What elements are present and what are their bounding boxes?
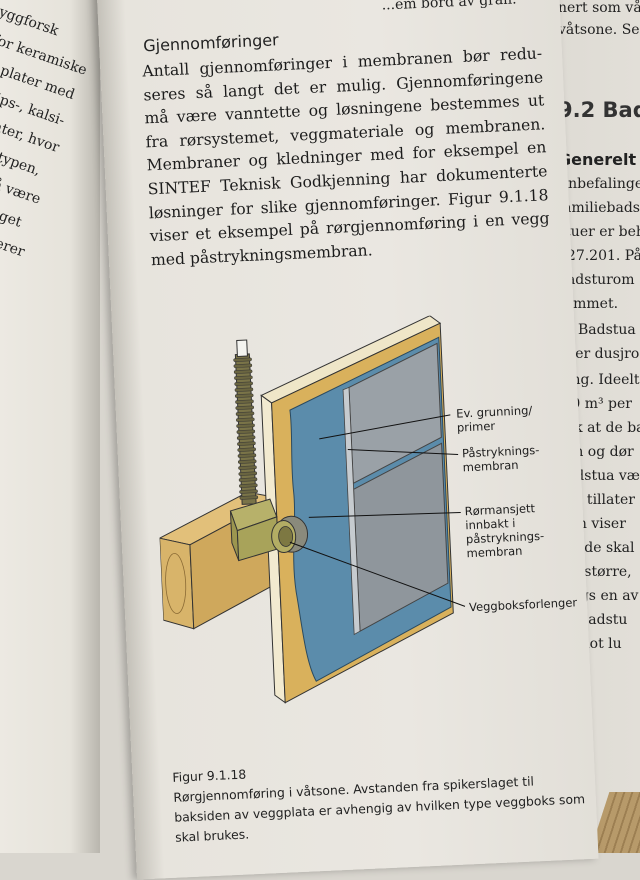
right-page-line: 527.201. På: [558, 248, 640, 264]
callout-primer-text: Ev. grunning/ primer: [455, 403, 533, 435]
right-page-line: ning. Ideelt: [558, 372, 640, 388]
timber-beam-end: [159, 537, 195, 630]
callout-pipe-cuff-text: Rørmansjett innbakt i påstryknings- memb…: [464, 501, 545, 561]
leader-line: [347, 449, 459, 456]
right-page-line: badsturom: [558, 272, 635, 288]
pipe-rib: [234, 387, 254, 392]
leader-line: [319, 414, 451, 440]
right-page-line: familiebadst: [558, 200, 640, 216]
pipe-rib: [233, 363, 253, 368]
pipe-ribs: [233, 357, 259, 500]
right-heading: 9.2 Bads: [558, 98, 640, 122]
leader-line: [308, 511, 461, 518]
pipe-rib: [234, 375, 253, 380]
tile-edge: [342, 386, 361, 636]
pipe-rib: [234, 393, 254, 398]
pipe-rib: [239, 483, 258, 488]
right-page-line: Badstua: [578, 322, 636, 338]
pipe-rib: [238, 477, 258, 482]
callout-primer: Ev. grunning/ primer: [456, 403, 533, 434]
right-page-line: Anbefalinger: [558, 176, 640, 192]
right-page-line: Badstu: [578, 612, 628, 628]
body-paragraph: Antall gjennomføringer i membranen bør r…: [142, 42, 551, 272]
callout-pipe-cuff: Rørmansjett innbakt i påstryknings- memb…: [464, 501, 545, 560]
pipe-rib: [234, 381, 253, 386]
pipe-rib: [235, 399, 254, 404]
top-fragment: ...em bord av gran.: [381, 0, 517, 14]
right-top-line: våtsone. Se fi: [558, 22, 640, 38]
pipe-rib: [237, 441, 256, 446]
pipe-rib: [236, 435, 256, 440]
main-page: ...em bord av gran. Gjennomføringer Anta…: [96, 0, 599, 880]
pipe-rib: [239, 489, 258, 494]
pipe-rib: [238, 465, 257, 470]
pipe-rib: [237, 447, 256, 452]
wood-grain: [165, 553, 187, 614]
extender-opening: [278, 526, 294, 547]
right-page-line: eller dusjro: [558, 346, 640, 362]
callout-membrane: Påstryknings- membran: [462, 443, 541, 474]
right-top-line: nert som våtsone: [558, 0, 640, 16]
right-page-line: stuer er beh: [558, 224, 640, 240]
right-subheading: Generelt: [558, 150, 637, 169]
pipe-rib: [236, 417, 255, 422]
pipe-end: [236, 339, 248, 357]
section-title: Gjennomføringer: [142, 30, 280, 56]
figure-pipe-penetration: Ev. grunning/ primer Påstryknings- membr…: [150, 309, 588, 738]
pipe-rib: [237, 453, 257, 458]
pipe-rib: [233, 357, 252, 362]
caption-text: Rørgjennomføring i våtsone. Avstanden fr…: [173, 773, 586, 845]
pipe-rib: [236, 423, 255, 428]
left-page-text: Byggforskg for keramiskebile plater medp…: [0, 0, 100, 770]
figure-caption: Figur 9.1.18 Rørgjennomføring i våtsone.…: [172, 749, 595, 848]
pipe-rib: [239, 495, 259, 500]
callout-membrane-text: Påstryknings- membran: [461, 442, 540, 475]
pipe-rib: [233, 369, 253, 374]
left-page: Byggforskg for keramiskebile plater medp…: [0, 0, 100, 853]
pipe-rib: [238, 471, 258, 476]
wall-illustration: [158, 315, 466, 704]
pipe-rib: [235, 411, 255, 416]
pipe-rib: [237, 459, 257, 464]
pipe-rib: [235, 405, 255, 410]
pipe-rib: [236, 429, 256, 434]
leader-line: [289, 541, 466, 607]
